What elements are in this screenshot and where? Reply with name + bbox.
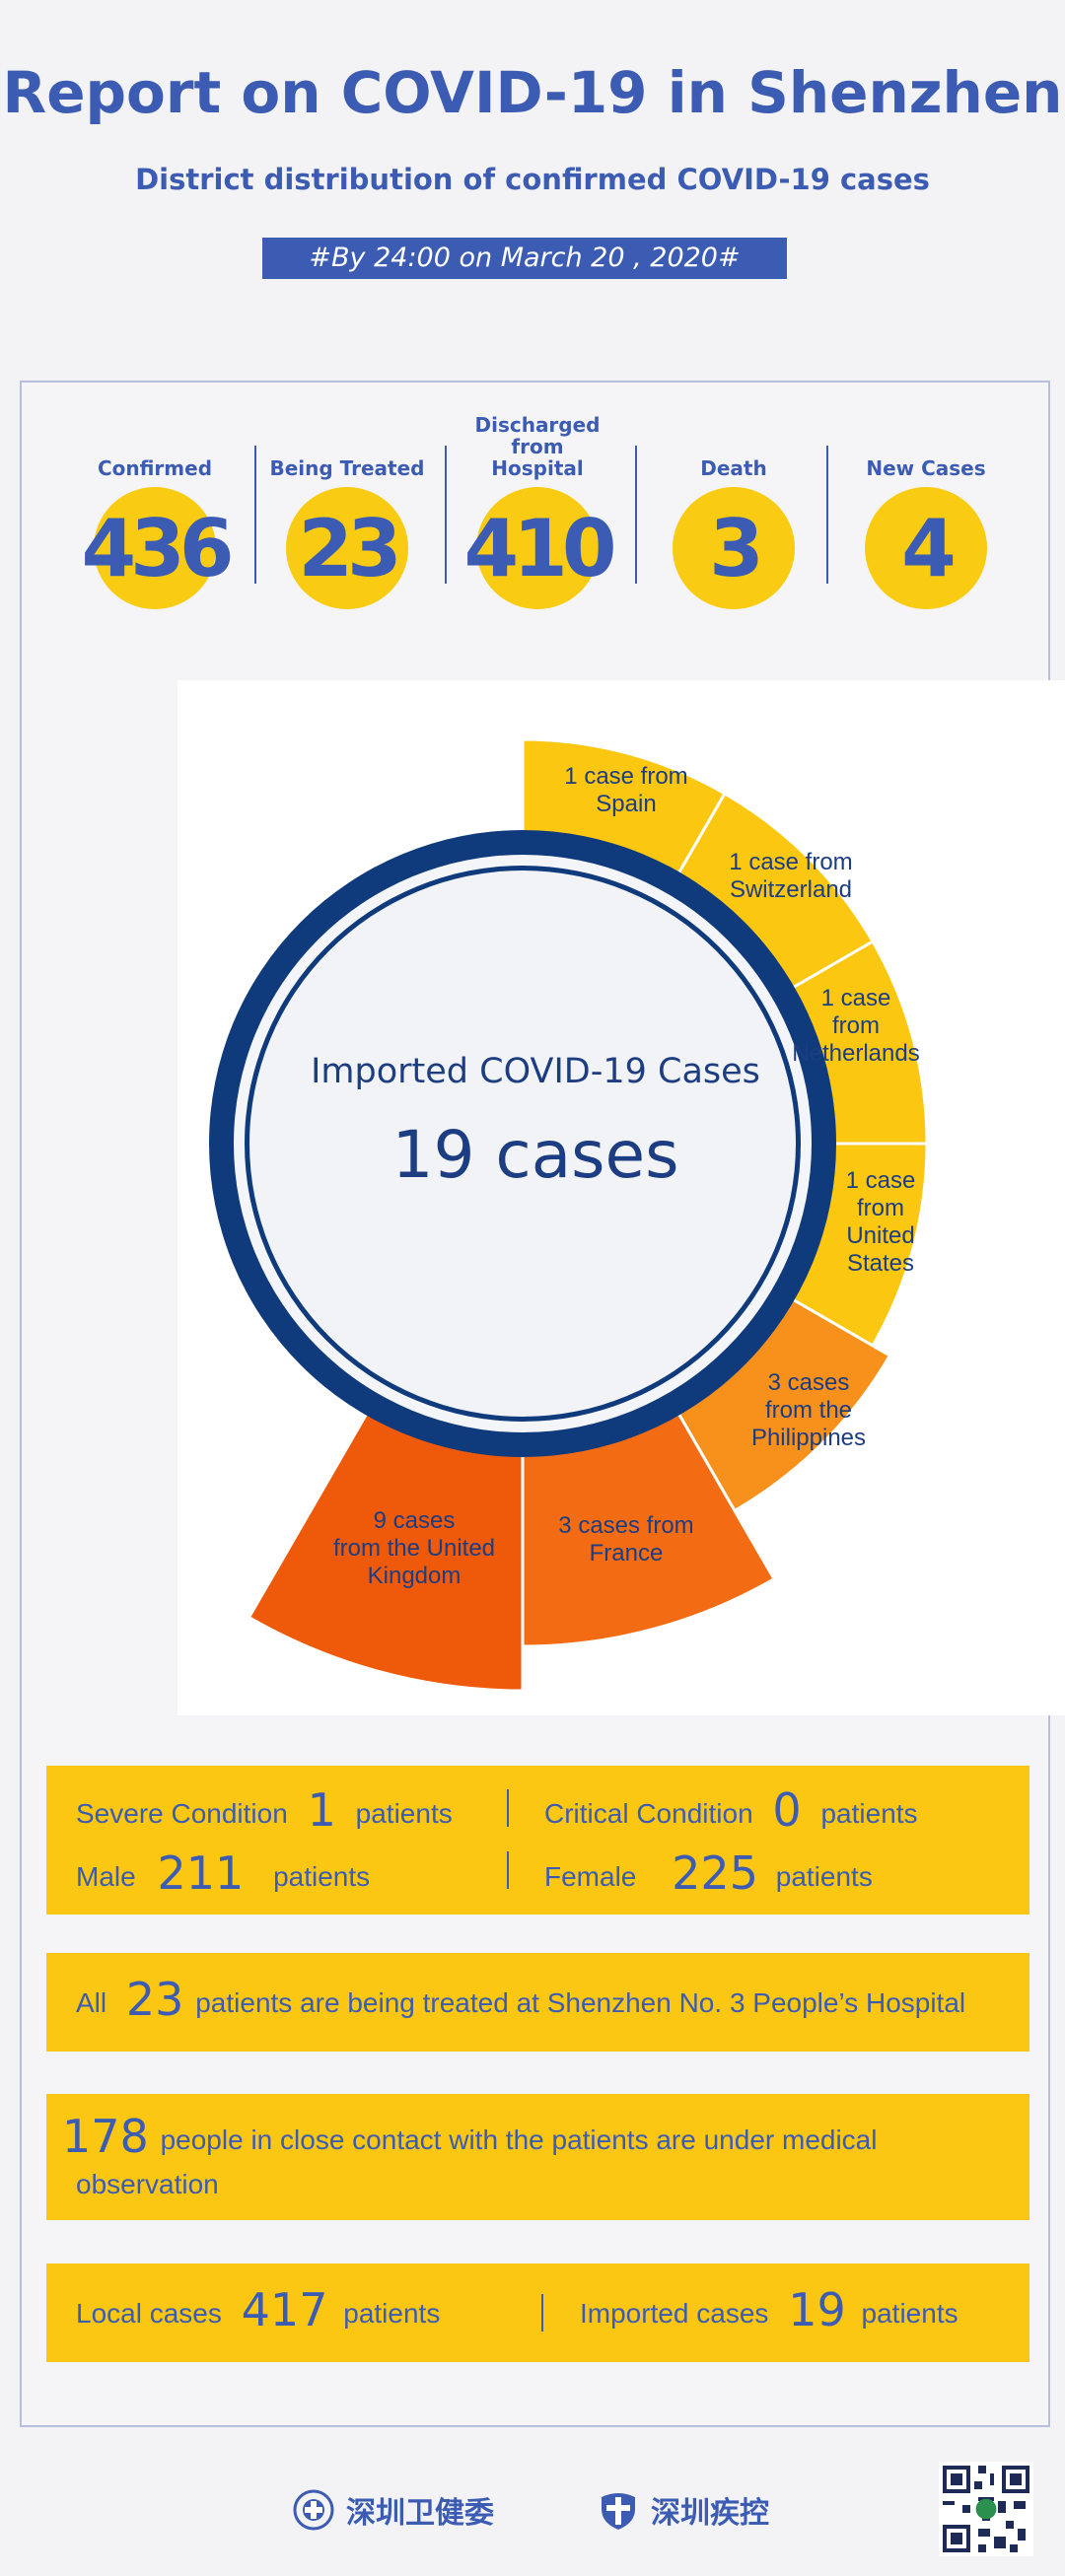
hospital-band: All 23 patients are being treated at She… <box>46 1953 1030 2052</box>
imported-unit: patients <box>861 2298 958 2329</box>
band-divider <box>541 2294 543 2332</box>
stat-value: 23 <box>286 487 408 609</box>
stat-confirmed: Confirmed 436 <box>76 434 235 609</box>
stat-value: 410 <box>464 487 617 609</box>
stat-value: 436 <box>82 487 235 609</box>
hospital-value: 23 <box>125 1973 184 2026</box>
contacts-band: 178 people in close contact with the pat… <box>46 2094 1030 2220</box>
band-divider <box>507 1851 509 1889</box>
stat-label: Death <box>700 456 767 480</box>
stat-divider <box>445 446 447 584</box>
local-label: Local cases <box>76 2298 222 2329</box>
male-value: 211 <box>157 1846 245 1900</box>
female-unit: patients <box>775 1861 873 1892</box>
female-value: 225 <box>672 1846 758 1900</box>
cdc-logo: 深圳疾控 <box>598 2488 769 2532</box>
contacts-text-line2: observation <box>76 2169 219 2199</box>
center-value: 19 cases <box>391 1117 678 1193</box>
severe-label: Severe Condition <box>76 1798 288 1829</box>
imported-cases-svg: Imported COVID-19 Cases 19 cases 1 case … <box>209 737 929 1693</box>
stat-label: New Cases <box>866 456 986 480</box>
male-label: Male <box>76 1861 136 1892</box>
stat-death: Death 3 <box>655 434 813 609</box>
stat-label: Discharged from Hospital <box>474 414 600 480</box>
stat-label: Confirmed <box>97 456 213 480</box>
band-divider <box>507 1789 509 1827</box>
stat-discharged: Discharged from Hospital 410 <box>459 414 617 609</box>
female-label: Female <box>544 1861 637 1892</box>
condition-band: Severe Condition 1 patients Critical Con… <box>46 1766 1030 1915</box>
critical-label: Critical Condition <box>544 1798 753 1829</box>
stat-value: 3 <box>673 487 795 609</box>
local-unit: patients <box>343 2298 441 2329</box>
page-title: Report on COVID-19 in Shenzhen <box>2 59 1063 126</box>
severe-value: 1 <box>307 1783 336 1837</box>
stat-being-treated: Being Treated 23 <box>268 434 426 609</box>
critical-value: 0 <box>772 1783 802 1837</box>
hospital-text: patients are being treated at Shenzhen N… <box>195 1987 966 2018</box>
cdc-name: 深圳疾控 <box>651 2496 769 2531</box>
male-unit: patients <box>273 1861 371 1892</box>
imported-cases-graphic: Imported COVID-19 Cases 19 cases 1 case … <box>178 680 1065 1715</box>
stat-divider <box>254 446 256 584</box>
page-subtitle: District distribution of confirmed COVID… <box>135 163 930 196</box>
local-value: 417 <box>241 2283 328 2336</box>
stat-label: Being Treated <box>269 456 425 480</box>
imported-label: Imported cases <box>580 2298 769 2329</box>
health-commission-name: 深圳卫健委 <box>346 2496 494 2531</box>
center-disc <box>249 870 796 1417</box>
stat-divider <box>826 446 828 584</box>
critical-unit: patients <box>820 1798 918 1829</box>
center-title: Imported COVID-19 Cases <box>311 1052 760 1091</box>
date-banner: #By 24:00 on March 20 , 2020# <box>262 238 787 279</box>
imported-value: 19 <box>788 2283 846 2336</box>
contacts-value: 178 <box>62 2110 149 2163</box>
qr-code-icon <box>939 2462 1033 2556</box>
stat-value: 4 <box>865 487 987 609</box>
severe-unit: patients <box>355 1798 453 1829</box>
origin-band: Local cases 417 patients Imported cases … <box>46 2263 1030 2362</box>
hospital-prefix: All <box>76 1987 107 2018</box>
stat-new-cases: New Cases 4 <box>847 434 1005 609</box>
stat-divider <box>635 446 637 584</box>
health-commission-logo: 深圳卫健委 <box>293 2488 494 2532</box>
contacts-text-line1: people in close contact with the patient… <box>160 2124 878 2155</box>
health-commission-emblem-icon <box>293 2489 334 2531</box>
cdc-shield-icon <box>602 2493 635 2530</box>
